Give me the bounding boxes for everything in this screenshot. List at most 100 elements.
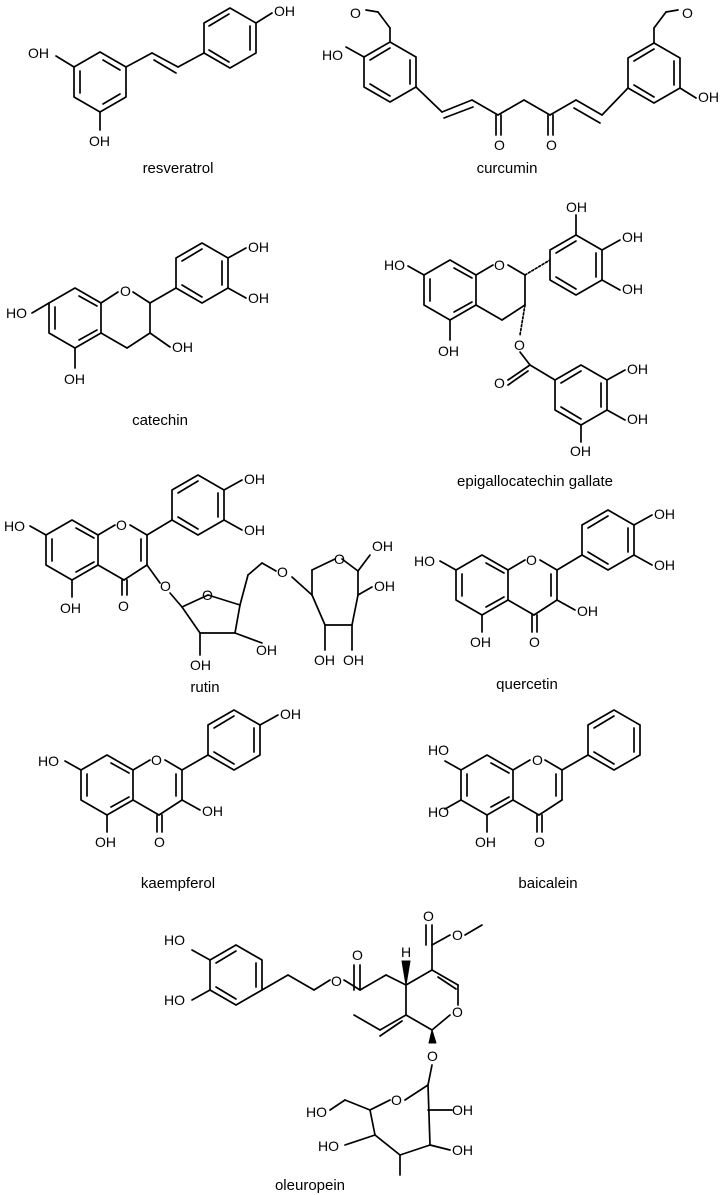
label-oh: OH [627,361,648,377]
label-o: O [682,5,693,21]
label-oh: OH [452,1102,473,1118]
label-oh: OH [654,557,675,573]
label-o: O [452,1004,463,1020]
label-o: O [160,578,171,594]
label-o: O [427,1048,438,1064]
label-oh: OH [95,834,116,850]
rutin-structure: HO O OH OH OH O O O O O OH OH OH OH OH O… [4,471,395,673]
molecule-quercetin: HO O OH OH OH OH O quercetin [410,500,726,700]
label-o: O [529,634,540,650]
molecule-name: epigallocatechin gallate [457,473,613,490]
label-oh: OH [64,371,85,387]
label-h: H [401,944,411,960]
label-o: O [532,752,543,768]
label-oh: OH [566,199,587,215]
molecule-name: kaempferol [140,875,216,892]
oleuropein-structure: HO HO O O H O O O O HO OH OH HO O [164,908,483,1176]
label-o: O [334,551,345,567]
label-o: O [494,257,505,273]
label-o: O [494,137,505,153]
molecule-curcumin: HO O O O O OH curcumin [310,0,726,180]
label-ho: HO [4,518,25,534]
label-oh: OH [577,603,598,619]
label-oh: OH [343,652,364,668]
kaempferol-structure: HO O OH OH OH O [38,706,301,850]
label-oh: OH [244,471,265,487]
label-ho: HO [6,305,27,321]
label-o: O [331,973,342,989]
label-o: O [514,337,525,353]
label-o: O [154,834,165,850]
label-oh: OH [314,652,335,668]
baicalein-structure: HO HO OH O O [428,709,641,850]
label-ho: HO [318,1138,339,1154]
label-o: O [352,947,363,963]
label-o: O [116,517,127,533]
label-oh: OH [570,443,591,459]
label-o: O [151,752,162,768]
label-oh: OH [438,343,459,359]
label-oh: OH [256,642,277,658]
label-ho: HO [414,553,435,569]
molecule-name: catechin [132,412,188,429]
label-oh: OH [622,281,643,297]
label-oh: OH [248,290,269,306]
quercetin-structure: HO O OH OH OH OH O [414,506,675,650]
label-o: O [120,283,131,299]
molecule-kaempferol: HO O OH OH OH O kaempferol [0,706,360,895]
label-oh: OH [374,578,395,594]
molecule-name: oleuropein [274,1177,346,1194]
molecule-resveratrol: OH OH OH resveratrol [0,0,320,180]
resveratrol-structure: OH OH OH [28,3,295,149]
label-oh: OH [190,657,211,673]
label-oh: OH [244,522,265,538]
molecule-name: quercetin [496,676,558,693]
molecule-name: rutin [190,679,220,696]
label-o: O [118,598,129,614]
egcg-structure: HO O OH OH OH OH O O OH OH OH [384,199,648,459]
label-oh: OH [475,834,496,850]
label-oh: OH [172,339,193,355]
label-ho: HO [164,932,185,948]
molecule-baicalein: HO HO OH O O baicalein [400,709,726,895]
label-oh: OH [372,538,393,554]
molecule-oleuropein: HO HO O O H O O O O HO OH OH HO O oleuro… [140,905,540,1195]
label-o: O [423,908,434,924]
label-o: O [546,137,557,153]
molecule-catechin: HO O OH OH OH OH catechin [0,239,340,440]
label-oh: OH [622,229,643,245]
label-ho: HO [164,992,185,1008]
label-o: O [391,1092,402,1108]
molecule-rutin: HO O OH OH OH O O O O O OH OH OH OH OH O… [0,455,410,700]
curcumin-structure: HO O O O O OH [322,5,719,153]
label-o: O [452,927,463,943]
label-oh: OH [627,411,648,427]
label-oh: OH [654,506,675,522]
label-ho: HO [306,1104,327,1120]
label-ho: HO [322,47,343,63]
label-oh: OH [274,3,295,19]
label-oh: OH [60,600,81,616]
label-o: O [350,5,361,21]
label-oh: OH [470,634,491,650]
label-oh: OH [248,239,269,255]
label-ho: OH [28,45,49,61]
label-oh: OH [698,89,719,105]
label-o: O [534,834,545,850]
label-oh: OH [280,706,301,722]
molecule-egcg: HO O OH OH OH OH O O OH OH OH epigalloca… [380,190,726,500]
label-ho: HO [38,753,59,769]
label-o: O [494,375,505,391]
molecule-name: curcumin [476,160,538,177]
label-o: O [202,587,213,603]
molecule-name: resveratrol [142,160,214,177]
molecule-name: baicalein [518,875,578,892]
label-ho: HO [384,257,405,273]
label-o: O [277,564,288,580]
label-oh: OH [202,803,223,819]
label-oh: OH [89,133,110,149]
label-oh: OH [452,1142,473,1158]
label-ho: HO [428,742,449,758]
catechin-structure: HO O OH OH OH OH [6,239,269,387]
label-o: O [526,552,537,568]
